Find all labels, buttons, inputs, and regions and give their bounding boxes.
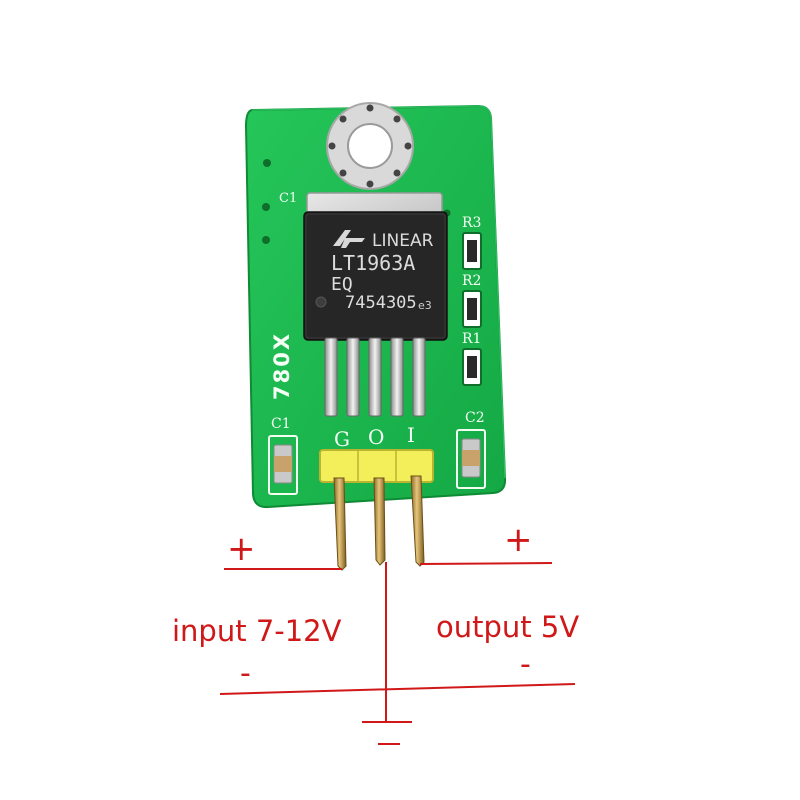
input-voltage-label: input 7-12V xyxy=(172,614,342,648)
chip-code: e3 xyxy=(418,299,432,312)
capacitor-c2 xyxy=(456,429,486,489)
output-minus-label: - xyxy=(520,647,531,682)
linear-logo-icon xyxy=(333,230,365,248)
silk-c1: C1 xyxy=(271,416,291,432)
silk-r3: R3 xyxy=(462,215,481,231)
capacitor-c1 xyxy=(268,435,298,495)
annotation-wires xyxy=(219,562,576,745)
silk-r2: R2 xyxy=(462,273,481,289)
silk-c2: C2 xyxy=(465,410,485,426)
input-minus-label: - xyxy=(240,656,251,691)
output-plus-label: + xyxy=(504,520,533,560)
chip-part: LT1963A xyxy=(331,251,415,275)
header-pins xyxy=(333,475,425,571)
mounting-hole xyxy=(326,102,414,190)
silk-pin-i: I xyxy=(407,423,415,447)
pin-header xyxy=(319,449,434,483)
silk-pin-o: O xyxy=(368,425,384,449)
silk-model: 780X xyxy=(270,332,294,400)
resistors xyxy=(462,232,482,386)
regulator-chip: LINEAR LT1963A EQ 7454305 e3 xyxy=(303,192,448,341)
chip-brand: LINEAR xyxy=(372,231,434,251)
silk-c1-top: C1 xyxy=(279,191,297,206)
silk-r1: R1 xyxy=(462,331,481,347)
silk-pin-g: G xyxy=(334,427,350,451)
chip-lot: 7454305 xyxy=(345,293,417,313)
input-plus-label: + xyxy=(227,529,256,569)
output-voltage-label: output 5V xyxy=(436,610,580,644)
chip-pin1-dot xyxy=(315,296,327,308)
chip-suffix: EQ xyxy=(331,274,353,295)
chip-legs xyxy=(324,337,426,417)
